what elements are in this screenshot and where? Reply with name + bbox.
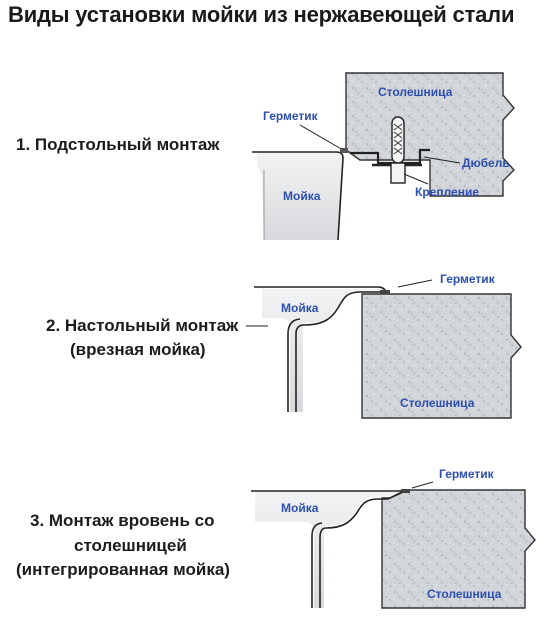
section-1-dowel-label: Дюбель bbox=[462, 156, 510, 170]
section-1-caption-line-1: 1. Подстольный монтаж bbox=[16, 135, 220, 154]
section-2: 2. Настольный монтаж (врезная мойка) Сто… bbox=[46, 272, 522, 419]
section-1-sink-body bbox=[257, 152, 342, 240]
section-3-caption-line-1: 3. Монтаж вровень со bbox=[30, 511, 214, 530]
section-3-sink-label: Мойка bbox=[281, 501, 319, 515]
section-2-caption-line-2: (врезная мойка) bbox=[70, 340, 206, 359]
section-2-caption-line-1: 2. Настольный монтаж bbox=[46, 316, 239, 335]
section-1-sealant-label: Герметик bbox=[263, 109, 319, 123]
section-1-sealant bbox=[340, 148, 348, 153]
section-2-sink-label: Мойка bbox=[281, 301, 319, 315]
section-3-sink-body bbox=[255, 491, 401, 608]
section-1-countertop-label: Столешница bbox=[378, 85, 453, 99]
section-2-sealant-label: Герметик bbox=[440, 272, 496, 286]
section-2-countertop-label: Столешница bbox=[400, 396, 475, 410]
section-3-countertop-label: Столешница bbox=[427, 587, 502, 601]
section-1: 1. Подстольный монтаж Столешница Мойка Г… bbox=[16, 72, 515, 241]
section-2-countertop bbox=[361, 293, 522, 419]
section-1-sink-label: Мойка bbox=[283, 189, 321, 203]
section-1-countertop bbox=[345, 72, 515, 197]
section-2-sink-outline bbox=[254, 286, 388, 412]
section-1-fastening-label: Крепление bbox=[415, 185, 479, 199]
section-3-caption-line-3: (интегрированная мойка) bbox=[16, 560, 230, 579]
section-3-sink-outline bbox=[251, 490, 405, 608]
page-title: Виды установки мойки из нержавеющей стал… bbox=[8, 2, 515, 27]
section-2-sealant bbox=[380, 290, 390, 294]
section-1-dowel bbox=[391, 116, 405, 164]
section-3: 3. Монтаж вровень со столешницей (интегр… bbox=[16, 467, 536, 609]
section-3-sealant-label: Герметик bbox=[439, 467, 495, 481]
section-3-caption-line-2: столешницей bbox=[74, 536, 187, 555]
section-2-sink-body bbox=[262, 289, 385, 412]
section-1-sink-outline bbox=[252, 151, 344, 241]
section-3-sealant bbox=[401, 489, 410, 493]
